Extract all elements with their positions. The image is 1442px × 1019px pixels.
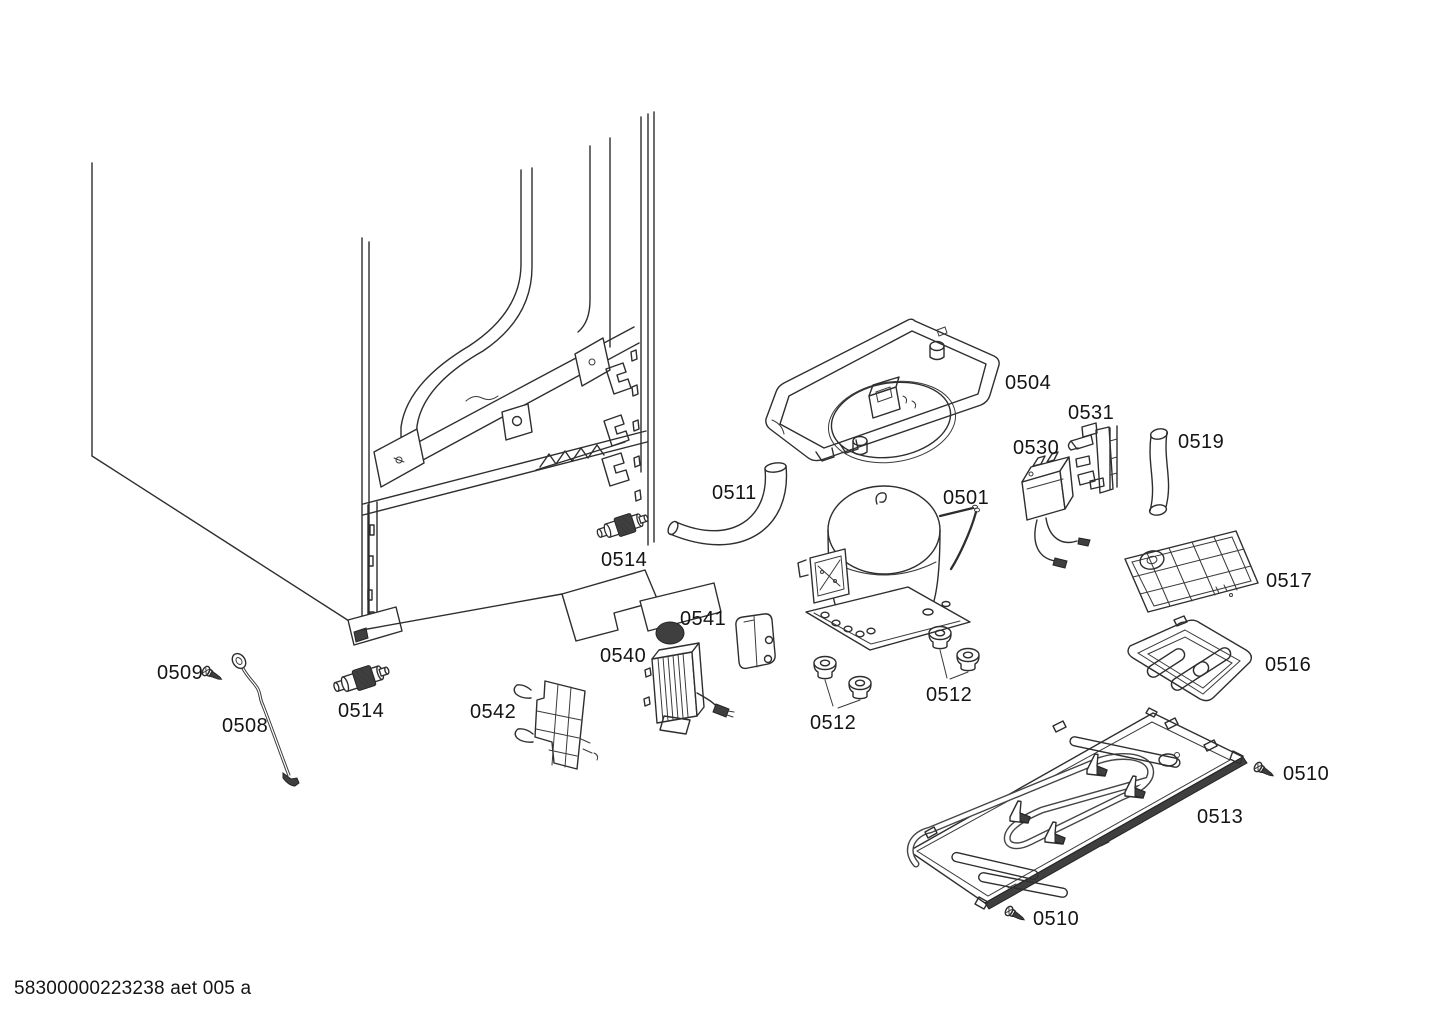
part-label-0514-upper: 0514 [601,549,648,571]
part-0510-screw-bottom [1003,904,1028,925]
fridge-cabinet-drawing [91,111,722,646]
part-label-0508: 0508 [222,715,269,737]
part-0530-starter-relay [1021,451,1091,569]
part-label-0511: 0511 [712,482,757,504]
part-0540-electronic-module [643,642,735,735]
part-label-0510-right: 0510 [1283,763,1330,785]
part-0508-tube [231,652,300,787]
part-0504-evaporation-tray [765,318,1000,464]
part-0517-grid-cover [1124,530,1259,613]
part-label-0512-left: 0512 [810,712,857,734]
part-label-0540: 0540 [600,645,647,667]
part-0542-mounting-plate [513,680,599,770]
part-label-0516: 0516 [1265,654,1312,676]
part-label-0542: 0542 [470,701,517,723]
part-0514-filter-dryer-upper [594,507,652,544]
part-label-0531: 0531 [1068,402,1115,424]
part-0513-base-panel [906,707,1248,910]
part-label-0504: 0504 [1005,372,1052,394]
part-0501-compressor [797,485,980,651]
document-number: 58300000223238 aet 005 a [14,978,252,999]
part-0531-relay-bracket [1067,422,1118,494]
part-label-0519: 0519 [1178,431,1225,453]
part-0511-connection-hose [667,462,788,546]
part-label-0501: 0501 [943,487,990,509]
part-0514-filter-dryer-lower [330,659,393,699]
part-label-0541: 0541 [680,608,727,630]
part-label-0510-bottom: 0510 [1033,908,1080,930]
part-label-0512-right: 0512 [926,684,973,706]
part-label-0514-lower: 0514 [338,700,385,722]
part-0509-screw [200,664,225,685]
part-0512-grommets-left [813,655,872,709]
part-0519-drain-hose [1148,428,1170,516]
part-label-0509: 0509 [157,662,204,684]
part-label-0513: 0513 [1197,806,1244,828]
part-0510-screw-right [1252,760,1277,781]
part-label-0530: 0530 [1013,437,1060,459]
part-label-0517: 0517 [1266,570,1313,592]
part-0512-grommets-right [928,625,980,680]
part-0541-cover [735,613,776,670]
part-0516-drip-tray [1127,615,1253,702]
